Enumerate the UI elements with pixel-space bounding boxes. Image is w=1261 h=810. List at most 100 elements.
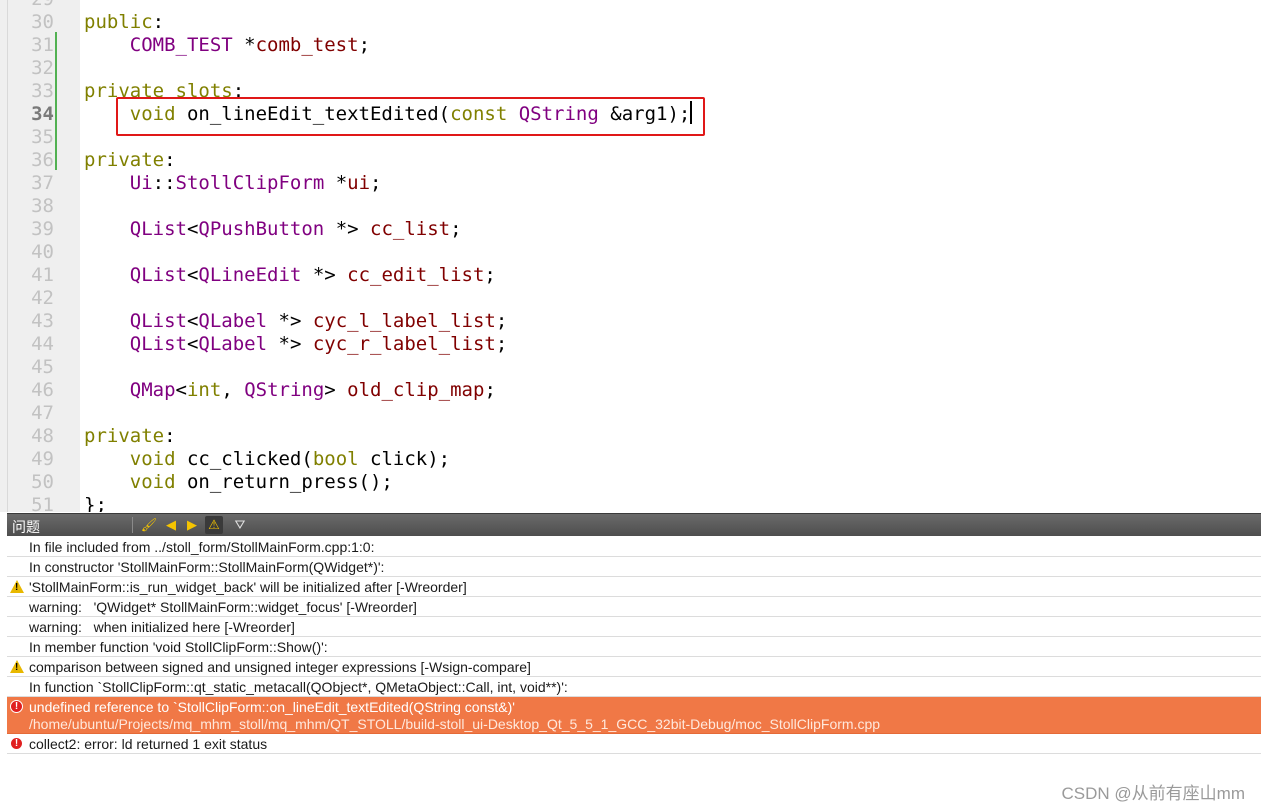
code-line: public: bbox=[84, 11, 164, 34]
line-number: 43 bbox=[31, 310, 54, 332]
line-number: 39 bbox=[31, 218, 54, 240]
code-line: void on_return_press(); bbox=[84, 471, 393, 494]
code-token bbox=[84, 264, 130, 286]
warning-filter-icon[interactable]: ⚠ bbox=[205, 516, 223, 534]
code-line: QList<QPushButton *> cc_list; bbox=[84, 218, 462, 241]
code-token: : bbox=[164, 425, 176, 447]
code-line: QMap<int, QString> old_clip_map; bbox=[84, 379, 496, 402]
code-token: * bbox=[324, 172, 348, 194]
code-line: Ui::StollClipForm *ui; bbox=[84, 172, 382, 195]
code-token: cc_edit_list bbox=[347, 264, 485, 286]
code-token bbox=[84, 310, 130, 332]
line-number: 37 bbox=[31, 172, 54, 194]
line-number: 48 bbox=[31, 425, 54, 447]
issue-text: warning: 'QWidget* StollMainForm::widget… bbox=[29, 599, 417, 615]
issue-text: In function `StollClipForm::qt_static_me… bbox=[29, 679, 568, 695]
line-number: 45 bbox=[31, 356, 54, 378]
code-token: cc_list bbox=[370, 218, 451, 240]
line-number: 32 bbox=[31, 57, 54, 79]
code-token: *> bbox=[324, 218, 371, 240]
filter-icon[interactable]: ⛛ bbox=[234, 517, 246, 532]
highlight-box bbox=[116, 97, 705, 136]
code-token: QPushButton bbox=[198, 218, 325, 240]
code-line: QList<QLabel *> cyc_l_label_list; bbox=[84, 310, 508, 333]
line-number: 34 bbox=[31, 103, 54, 125]
warning-icon: ! bbox=[10, 580, 24, 593]
code-token: > bbox=[324, 379, 348, 401]
code-token: ; bbox=[370, 172, 382, 194]
clear-icon[interactable]: 🖌 bbox=[140, 517, 158, 532]
code-token: ; bbox=[450, 218, 462, 240]
line-number: 50 bbox=[31, 471, 54, 493]
code-token: : bbox=[232, 80, 245, 102]
code-token: < bbox=[186, 310, 199, 332]
code-token: < bbox=[175, 379, 187, 401]
code-token: cc_clicked( bbox=[175, 448, 313, 470]
code-token: ; bbox=[495, 333, 508, 355]
issue-text: comparison between signed and unsigned i… bbox=[29, 659, 531, 675]
issue-row[interactable]: warning: when initialized here [-Wreorde… bbox=[7, 617, 1261, 637]
code-token: bool bbox=[312, 448, 359, 470]
code-token bbox=[84, 471, 130, 493]
code-token: comb_test bbox=[255, 34, 359, 56]
code-token: ; bbox=[484, 379, 496, 401]
line-number-gutter bbox=[8, 0, 80, 512]
code-token: void bbox=[129, 471, 176, 493]
code-token: Ui bbox=[129, 172, 153, 194]
issue-row[interactable]: In constructor 'StollMainForm::StollMain… bbox=[7, 557, 1261, 577]
code-line: void on_lineEdit_textEdited(const QStrin… bbox=[84, 103, 691, 126]
line-number: 30 bbox=[31, 11, 54, 33]
prev-icon[interactable]: ◀ bbox=[166, 517, 176, 532]
code-token: private bbox=[84, 149, 165, 171]
code-token: QList bbox=[129, 333, 187, 355]
code-token: QLabel bbox=[198, 333, 268, 355]
issue-row[interactable]: In member function 'void StollClipForm::… bbox=[7, 637, 1261, 657]
code-token: *> bbox=[267, 310, 313, 332]
issue-row[interactable]: !'StollMainForm::is_run_widget_back' wil… bbox=[7, 577, 1261, 597]
issue-row[interactable]: warning: 'QWidget* StollMainForm::widget… bbox=[7, 597, 1261, 617]
code-token: < bbox=[186, 218, 199, 240]
code-token bbox=[84, 448, 130, 470]
code-token: < bbox=[186, 264, 199, 286]
line-number: 42 bbox=[31, 287, 54, 309]
code-token: COMB_TEST bbox=[129, 34, 233, 56]
issue-row[interactable]: !comparison between signed and unsigned … bbox=[7, 657, 1261, 677]
line-number: 51 bbox=[31, 494, 54, 512]
code-token: click); bbox=[358, 448, 451, 470]
code-token: < bbox=[186, 333, 199, 355]
line-number: 31 bbox=[31, 34, 54, 56]
code-token: private slots bbox=[84, 80, 233, 102]
code-token: &arg1); bbox=[598, 103, 691, 125]
issues-list[interactable]: In file included from ../stoll_form/Stol… bbox=[7, 537, 1261, 810]
code-line: void cc_clicked(bool click); bbox=[84, 448, 450, 471]
code-token: private bbox=[84, 425, 165, 447]
code-token: QLineEdit bbox=[198, 264, 302, 286]
issue-row[interactable]: In file included from ../stoll_form/Stol… bbox=[7, 537, 1261, 557]
code-token: QList bbox=[129, 264, 187, 286]
code-line: private: bbox=[84, 149, 176, 172]
code-token: ui bbox=[347, 172, 371, 194]
issue-row[interactable]: !collect2: error: ld returned 1 exit sta… bbox=[7, 734, 1261, 754]
code-token bbox=[84, 218, 130, 240]
editor-left-strip bbox=[0, 0, 8, 512]
code-line: private slots: bbox=[84, 80, 244, 103]
line-number: 40 bbox=[31, 241, 54, 263]
issue-row[interactable]: In function `StollClipForm::qt_static_me… bbox=[7, 677, 1261, 697]
code-token: , bbox=[221, 379, 245, 401]
next-icon[interactable]: ▶ bbox=[187, 517, 197, 532]
line-number: 29 bbox=[8, 0, 54, 11]
code-token: void bbox=[129, 448, 176, 470]
code-token bbox=[84, 333, 130, 355]
code-token: *> bbox=[267, 333, 313, 355]
code-editor[interactable]: public: COMB_TEST * comb_test; private slo… bbox=[0, 0, 1261, 512]
issue-row[interactable]: !undefined reference to `StollClipForm::… bbox=[7, 697, 1261, 734]
code-line: QList<QLabel *> cyc_r_label_list; bbox=[84, 333, 508, 356]
error-icon: ! bbox=[10, 737, 23, 750]
code-token: }; bbox=[84, 494, 107, 512]
code-token: :: bbox=[152, 172, 176, 194]
watermark: CSDN @从前有座山mm bbox=[1061, 784, 1245, 803]
code-token: on_return_press(); bbox=[175, 471, 393, 493]
code-token: QString bbox=[518, 103, 599, 125]
line-number: 36 bbox=[31, 149, 54, 171]
line-number: 44 bbox=[31, 333, 54, 355]
